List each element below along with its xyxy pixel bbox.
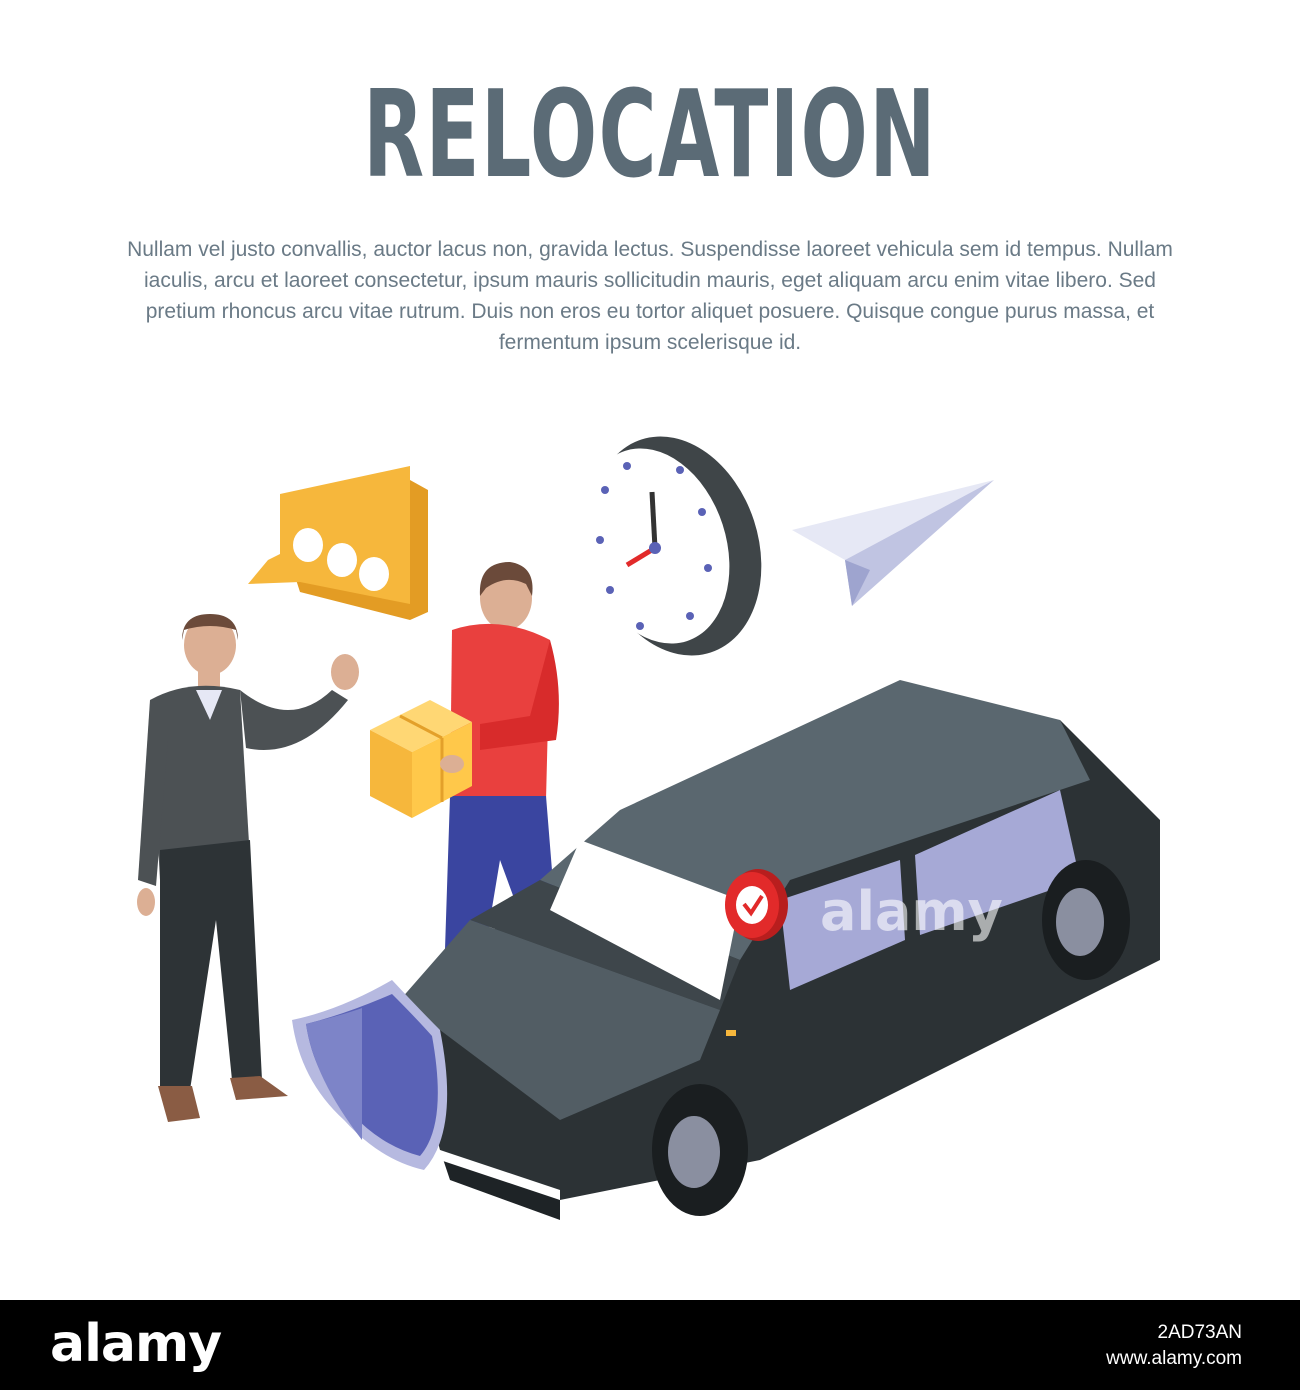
- speech-bubble-icon: [248, 466, 428, 620]
- relocation-illustration: alamy: [137, 436, 1160, 1220]
- shield-icon: [292, 980, 448, 1170]
- alamy-logo[interactable]: alamy: [50, 1314, 222, 1374]
- site-url[interactable]: www.alamy.com: [1106, 1348, 1242, 1369]
- clock-icon: [582, 436, 762, 656]
- footer-bar: alamy 2AD73AN www.alamy.com: [0, 1300, 1300, 1390]
- body-text: Nullam vel justo convallis, auctor lacus…: [127, 238, 1173, 354]
- poster: RELOCATION Nullam vel justo convallis, a…: [127, 66, 1173, 1220]
- image-id: 2AD73AN: [1157, 1322, 1243, 1343]
- watermark: alamy: [820, 880, 1003, 943]
- paper-plane-icon: [792, 480, 994, 606]
- svg-text:alamy: alamy: [820, 880, 1003, 943]
- cardboard-box-icon: [370, 700, 472, 818]
- car-illustration: [400, 680, 1160, 1220]
- page-title: RELOCATION: [363, 66, 937, 205]
- man-in-suit: [137, 614, 359, 1122]
- checkmark-badge-icon: [725, 869, 788, 941]
